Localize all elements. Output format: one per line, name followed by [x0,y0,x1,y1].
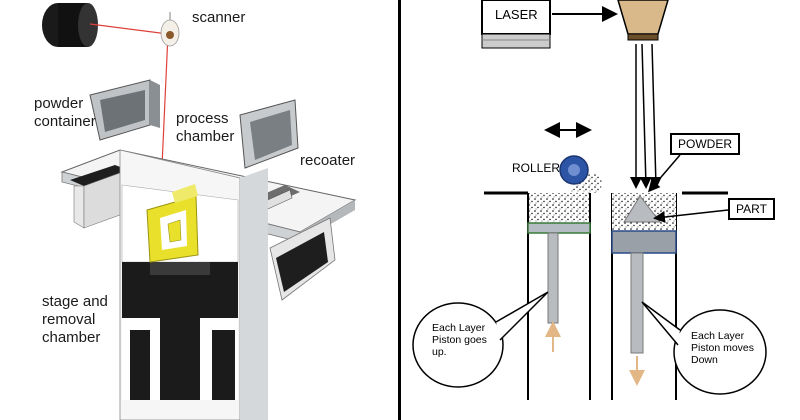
scanner-nozzle-icon [617,0,669,41]
roller-label: ROLLER [512,161,561,175]
panel-divider [398,0,401,420]
scanner-label: scanner [192,9,246,26]
laser-ray-2 [639,43,652,189]
stage-and-removal-chamber-label: stage and removal chamber [42,293,108,346]
left-sls-machine-illustration [42,3,357,420]
powder-pointer [648,154,681,193]
laser-ray-3 [649,43,662,189]
recoater-label: recoater [300,152,356,169]
left-callout-bubble [412,302,504,388]
part-label: PART [728,198,775,220]
laser-box [481,0,551,49]
powder-container-icon [89,79,160,141]
printed-part-icon [146,184,199,263]
laser-beam-horizontal [89,23,169,35]
powder-container-label: powder container [34,95,96,130]
right-callout-bubble [673,309,767,395]
build-chamber [611,193,677,400]
right-piston-note: Each Layer Piston moves Down [691,330,755,366]
powder-label: POWDER [670,133,740,155]
powder-feed-chamber [527,193,591,400]
scanner-housing-icon [42,3,98,47]
laser-label: LASER [495,7,538,22]
left-piston-note: Each Layer Piston goes up. [432,322,487,358]
roller-icon [559,155,589,185]
scanner-mirror-icon [160,12,180,47]
process-chamber-label: process chamber [176,110,235,145]
part-pointer [653,209,729,223]
recoater-hopper-icon [239,99,299,169]
